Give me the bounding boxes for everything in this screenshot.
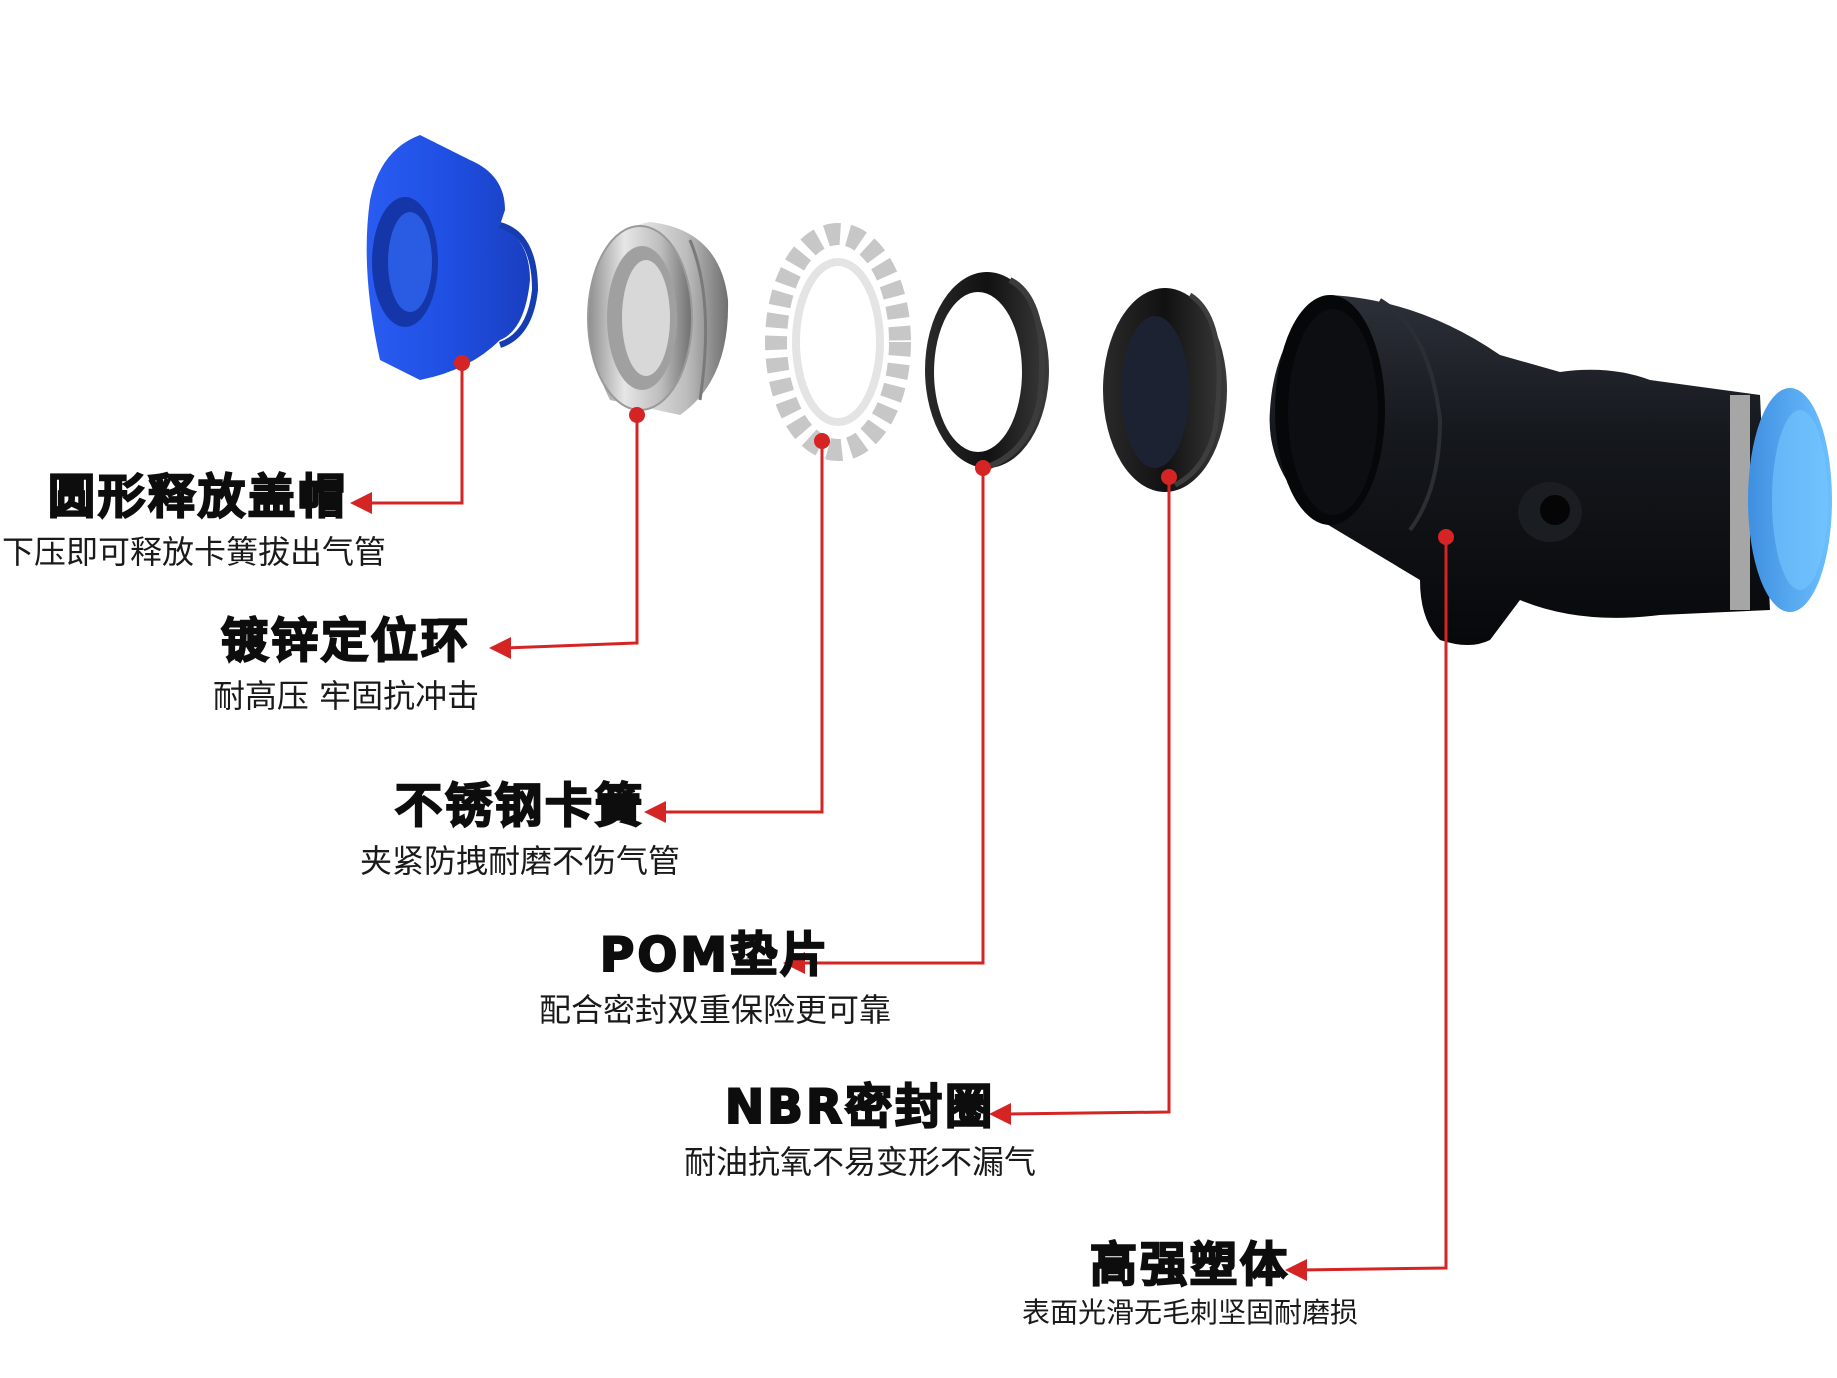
arrow-spring	[644, 801, 666, 823]
arrow-ring	[489, 637, 511, 659]
dot-ring	[629, 407, 645, 423]
arrow-pom	[783, 952, 805, 974]
label-spring-desc: 夹紧防拽耐磨不伤气管	[359, 842, 680, 880]
arrowheads	[350, 492, 1307, 1281]
label-ring-title: 镀锌定位环	[220, 613, 471, 670]
label-nbr-title: NBR密封圈	[724, 1079, 996, 1136]
dot-spring	[814, 433, 830, 449]
label-pom: POM垫片 配合密封双重保险更可靠	[510, 927, 920, 1030]
cap-icon	[366, 135, 539, 380]
leader-line-cap	[365, 363, 464, 505]
clip-icon	[765, 223, 911, 461]
label-spring-title: 不锈钢卡簧	[394, 778, 645, 835]
label-cap-title: 圆形释放盖帽	[47, 469, 348, 526]
label-pom-desc: 配合密封双重保险更可靠	[538, 991, 891, 1029]
arrow-nbr	[989, 1103, 1011, 1125]
label-body: 高强塑体 表面光滑无毛刺坚固耐磨损	[990, 1237, 1390, 1330]
arrow-body	[1285, 1259, 1307, 1281]
ring-icon	[587, 222, 729, 415]
leader-line-ring	[503, 415, 639, 650]
label-body-title: 高强塑体	[1089, 1237, 1290, 1294]
body-icon	[1269, 295, 1832, 645]
label-spring: 不锈钢卡簧 夹紧防拽耐磨不伤气管	[330, 778, 710, 881]
dot-pom	[975, 460, 991, 476]
label-ring: 镀锌定位环 耐高压 牢固抗冲击	[196, 613, 496, 716]
leader-line-nbr	[1003, 477, 1171, 1116]
label-cap: 圆形释放盖帽 下压即可释放卡簧拔出气管	[2, 469, 428, 572]
arrow-cap	[350, 492, 372, 514]
seal-icon	[1103, 288, 1227, 492]
dot-nbr	[1161, 469, 1177, 485]
label-pom-title: POM垫片	[599, 927, 831, 984]
leader-line-spring	[659, 441, 824, 814]
dot-cap	[454, 355, 470, 371]
label-cap-desc: 下压即可释放卡簧拔出气管	[2, 533, 387, 571]
leader-line-body	[1299, 537, 1448, 1272]
leader-line-pom	[798, 468, 985, 965]
label-nbr: NBR密封圈 耐油抗氧不易变形不漏气	[660, 1079, 1060, 1182]
label-nbr-desc: 耐油抗氧不易变形不漏气	[683, 1143, 1036, 1181]
pointer-dots	[454, 355, 1454, 545]
dot-body	[1438, 529, 1454, 545]
label-ring-desc: 耐高压 牢固抗冲击	[212, 677, 480, 715]
gasket-icon	[925, 272, 1049, 469]
leader-lines	[365, 363, 1448, 1272]
label-body-desc: 表面光滑无毛刺坚固耐磨损	[1021, 1296, 1358, 1329]
